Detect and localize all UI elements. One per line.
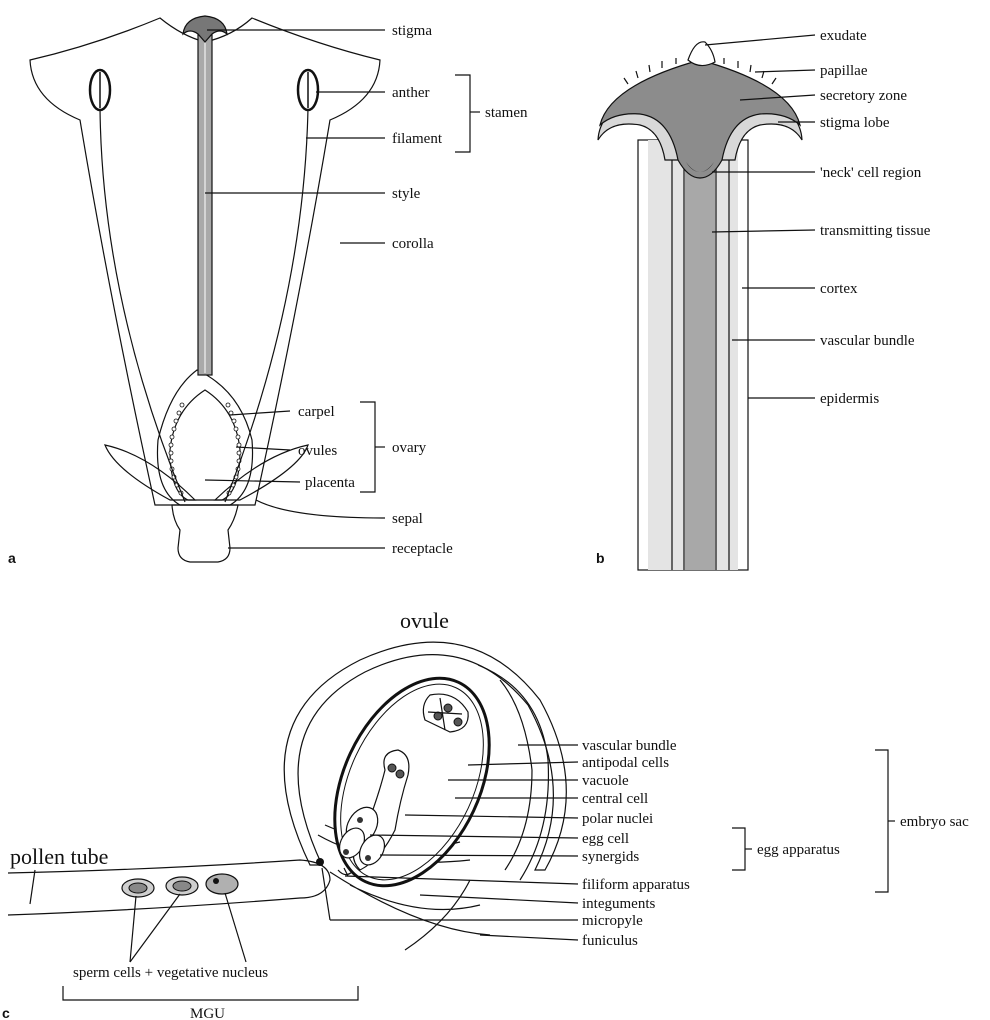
label-vascular-bundle-c: vascular bundle xyxy=(582,738,677,754)
ovule-title: ovule xyxy=(400,608,449,633)
label-central-cell: central cell xyxy=(582,791,648,807)
label-epidermis: epidermis xyxy=(820,391,879,407)
label-micropyle: micropyle xyxy=(582,913,643,929)
vegetative-nucleus xyxy=(206,874,238,894)
label-carpel: carpel xyxy=(298,404,335,420)
right-filament xyxy=(225,108,308,502)
label-placenta: placenta xyxy=(305,475,355,491)
label-vascular-bundle-b: vascular bundle xyxy=(820,333,915,349)
panel-letter-c: c xyxy=(2,1005,10,1020)
left-filament xyxy=(100,108,185,502)
label-style: style xyxy=(392,186,421,202)
label-funiculus: funiculus xyxy=(582,933,638,949)
label-embryo-sac: embryo sac xyxy=(900,814,969,830)
label-secretory-zone: secretory zone xyxy=(820,88,907,104)
inner-integument-2 xyxy=(500,680,532,870)
label-vacuole: vacuole xyxy=(582,773,629,789)
label-synergids: synergids xyxy=(582,849,639,865)
label-stamen: stamen xyxy=(485,105,528,121)
receptacle-shape xyxy=(172,505,238,562)
label-integuments: integuments xyxy=(582,896,655,912)
label-filament: filament xyxy=(392,131,443,147)
sperm-cells xyxy=(122,877,198,897)
label-stigma: stigma xyxy=(392,23,432,39)
label-stigma-lobe: stigma lobe xyxy=(820,115,890,131)
label-papillae: papillae xyxy=(820,63,868,79)
label-receptacle: receptacle xyxy=(392,541,453,557)
label-neck-cell-region: 'neck' cell region xyxy=(820,165,922,181)
label-sepal: sepal xyxy=(392,511,423,527)
label-transmitting-tissue: transmitting tissue xyxy=(820,223,931,239)
label-egg-cell: egg cell xyxy=(582,831,629,847)
label-sperm-caption: sperm cells + vegetative nucleus xyxy=(73,965,268,981)
label-ovules: ovules xyxy=(298,443,337,459)
label-egg-apparatus: egg apparatus xyxy=(757,842,840,858)
label-pollen-tube: pollen tube xyxy=(10,844,108,869)
stigma-shape xyxy=(183,16,227,42)
polar-nucleus-1 xyxy=(388,764,396,772)
label-polar-nuclei: polar nuclei xyxy=(582,811,653,827)
funiculus-lines xyxy=(330,872,490,950)
panel-letter-a: a xyxy=(8,550,16,566)
transmitting-tissue-layer xyxy=(685,150,715,570)
label-filiform-apparatus: filiform apparatus xyxy=(582,877,690,893)
panel-letter-b: b xyxy=(596,550,605,566)
label-ovary: ovary xyxy=(392,440,427,456)
label-antipodal-cells: antipodal cells xyxy=(582,755,669,771)
panel-a-flower: stigma anther filament stamen style coro… xyxy=(8,16,528,566)
label-exudate: exudate xyxy=(820,28,867,44)
exudate-shape xyxy=(688,42,715,66)
label-cortex: cortex xyxy=(820,281,858,297)
panel-c-ovule: ovule xyxy=(2,608,969,1020)
label-anther: anther xyxy=(392,85,429,101)
label-mgu: MGU xyxy=(190,1006,225,1020)
polar-nucleus-2 xyxy=(396,770,404,778)
panel-b-style: exudate papillae secretory zone stigma l… xyxy=(596,28,931,570)
label-corolla: corolla xyxy=(392,236,434,252)
